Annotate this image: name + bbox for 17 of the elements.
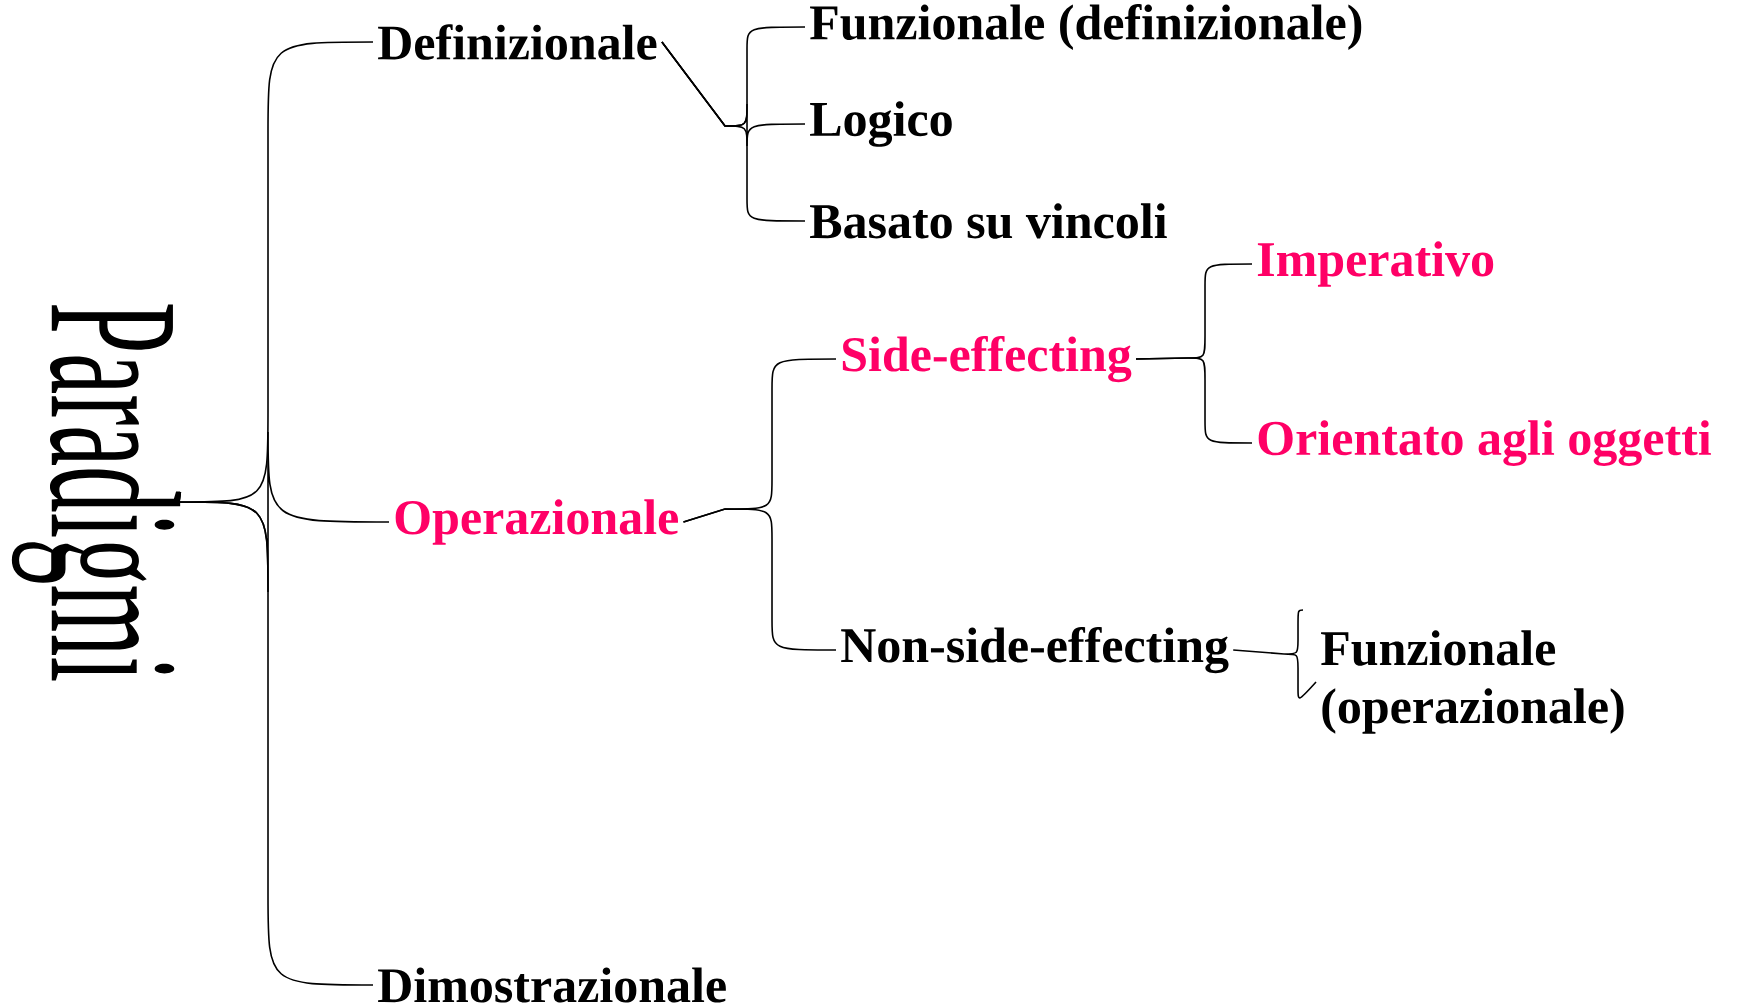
category-label: Basato su vincoli [810,203,1167,239]
brace-connector [1232,609,1317,699]
brace-connector [1135,357,1253,444]
category-label: Definizionale [378,24,657,60]
brace-connector [682,508,837,651]
category-label: Funzionale (operazionale) [1321,630,1624,734]
category-label: Dimostrazionale [378,967,726,1003]
brace-connector [178,491,374,986]
category-label: Logico [810,101,952,147]
rotated-title: Paradigmi [11,304,181,681]
category-label: Non-side-effecting [841,626,1229,674]
category-label: Imperativo [1257,241,1494,287]
category-label: Orientato agli oggetti [1258,420,1711,466]
category-label: Funzionale (definizionale) [810,4,1362,50]
category-label: Operazionale [395,499,678,545]
brace-connector [661,41,806,222]
category-label: Side-effecting [842,335,1132,383]
